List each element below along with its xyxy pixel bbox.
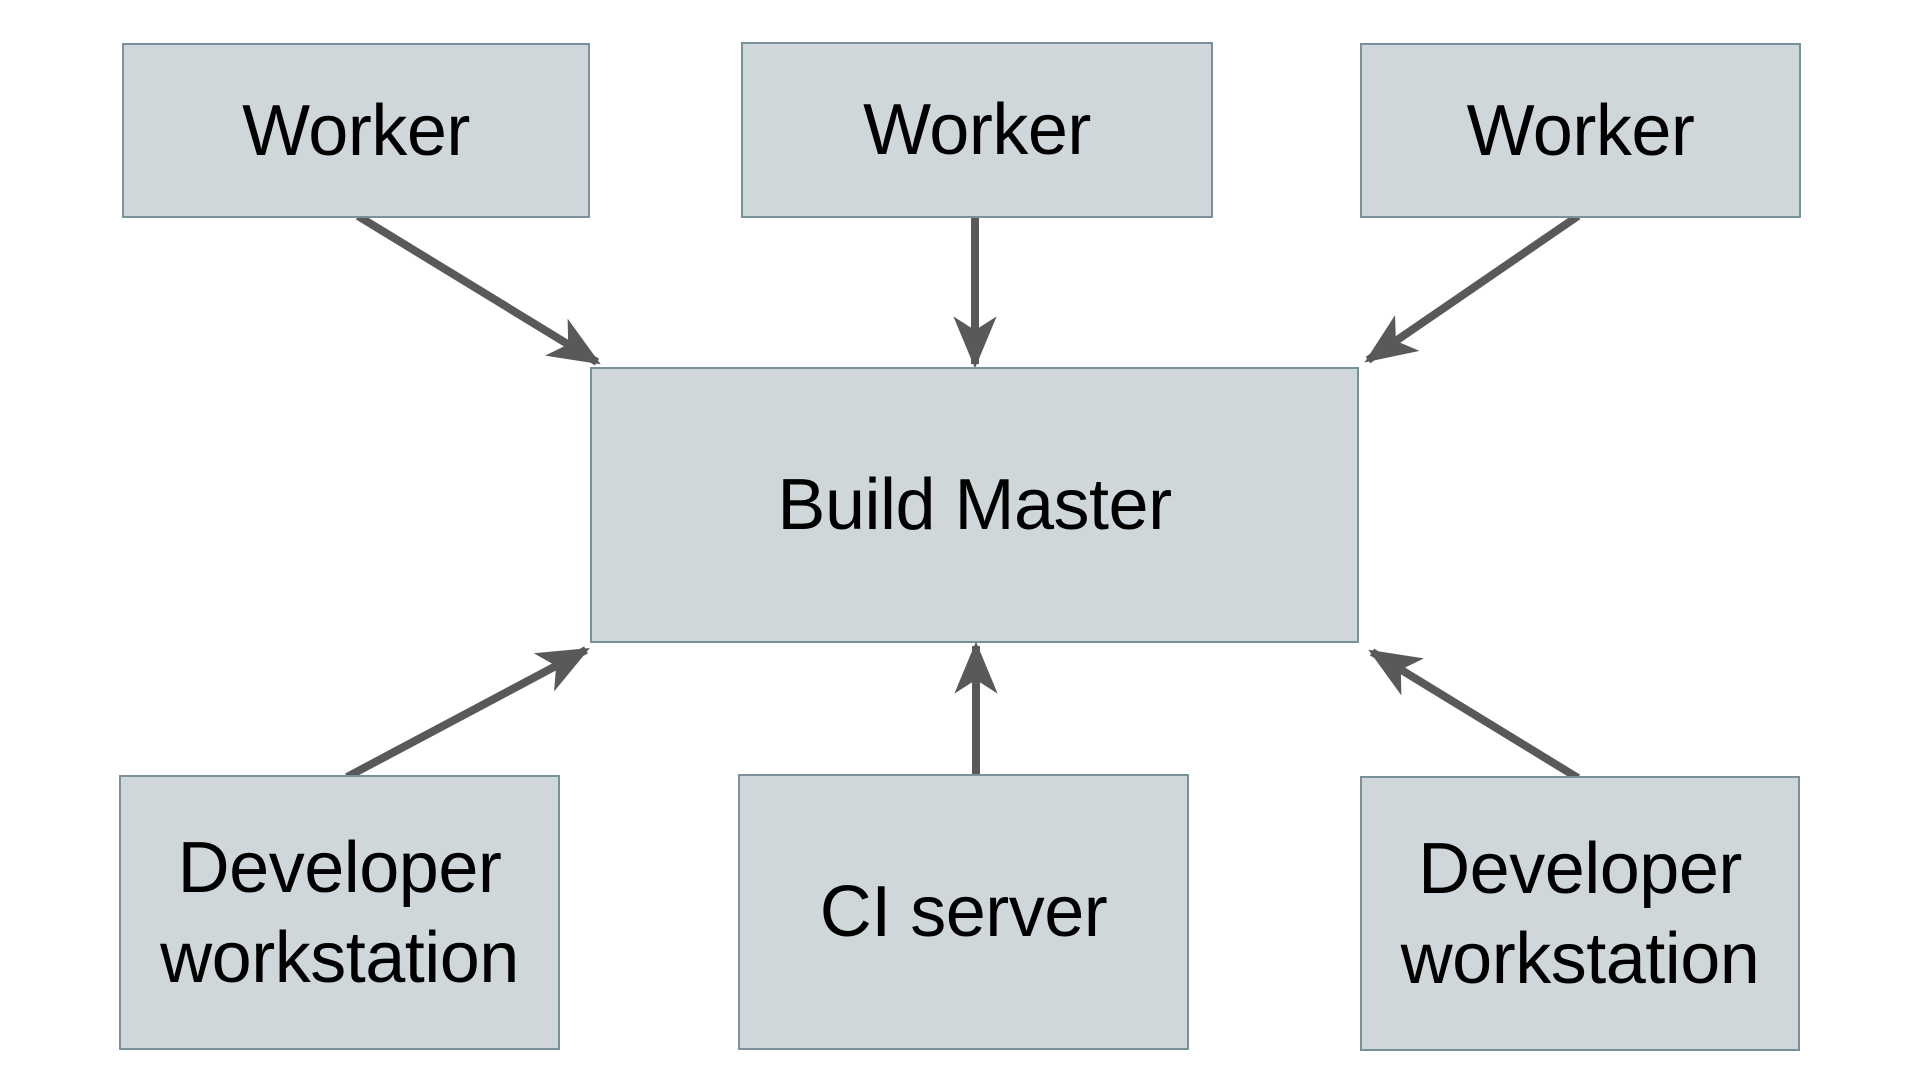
node-developer-workstation-left: Developer workstation [119, 775, 560, 1050]
node-label-worker-top-right: Worker [1466, 90, 1695, 171]
node-label-ci-server: CI server [819, 872, 1108, 952]
arrow-developer-workstation-left-to-build-master [345, 646, 590, 781]
arrow-developer-workstation-right-to-build-master [1368, 648, 1581, 782]
node-worker-top-center: Worker [741, 42, 1213, 218]
node-label-build-master: Build Master [777, 465, 1172, 545]
arrow-worker-top-right-to-build-master [1364, 212, 1581, 364]
arrow-worker-top-left-to-build-master [355, 212, 601, 366]
node-worker-top-left: Worker [122, 43, 590, 218]
node-ci-server: CI server [738, 774, 1189, 1050]
node-build-master: Build Master [590, 367, 1359, 643]
node-label-worker-top-left: Worker [242, 90, 470, 171]
node-label-worker-top-center: Worker [863, 90, 1091, 170]
node-label-developer-workstation-left: Developer workstation [160, 827, 519, 998]
node-developer-workstation-right: Developer workstation [1360, 776, 1800, 1051]
node-label-developer-workstation-right: Developer workstation [1400, 828, 1760, 999]
node-worker-top-right: Worker [1360, 43, 1801, 218]
